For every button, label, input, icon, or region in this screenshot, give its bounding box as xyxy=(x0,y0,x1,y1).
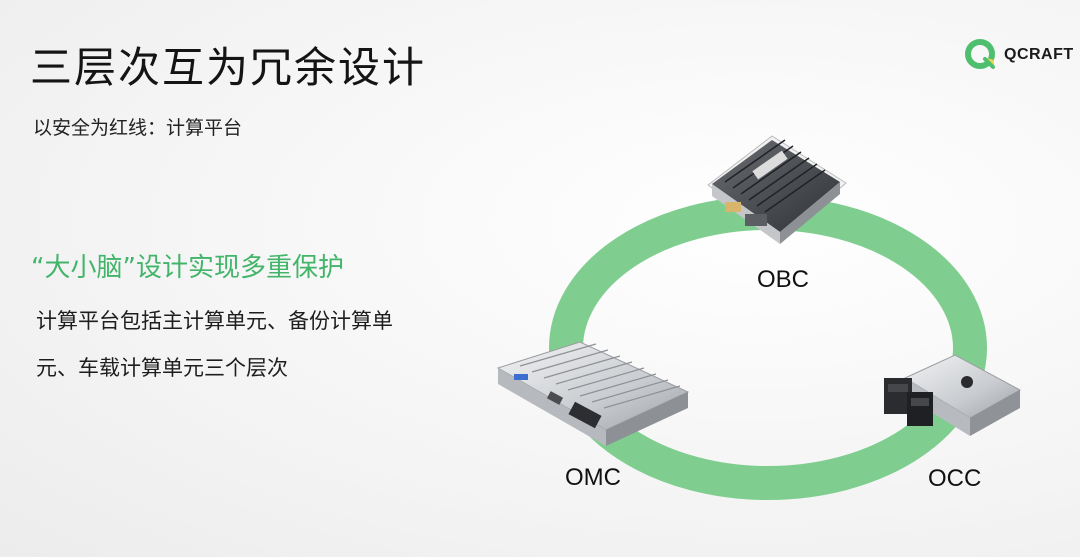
qcraft-logo-icon xyxy=(965,39,995,69)
occ-controller-unit xyxy=(884,354,1022,436)
redundancy-ring xyxy=(549,196,987,500)
qcraft-logo: QCRAFT xyxy=(964,38,1074,72)
page-title: 三层次互为冗余设计 xyxy=(30,43,427,92)
page-subtitle: 以安全为红线：计算平台 xyxy=(33,117,243,139)
description-line-1: 计算平台包括主计算单元、备份计算单 xyxy=(36,309,393,333)
node-label-obc: OBC xyxy=(757,266,810,293)
highlight-heading: “大小脑”设计实现多重保护 xyxy=(31,253,344,283)
description-line-2: 元、车载计算单元三个层次 xyxy=(36,356,288,380)
omc-controller-unit xyxy=(496,341,690,446)
obc-controller-unit xyxy=(707,135,847,244)
logo-text: QCRAFT xyxy=(1004,46,1074,63)
node-label-omc: OMC xyxy=(565,464,621,491)
node-label-occ: OCC xyxy=(928,465,982,492)
